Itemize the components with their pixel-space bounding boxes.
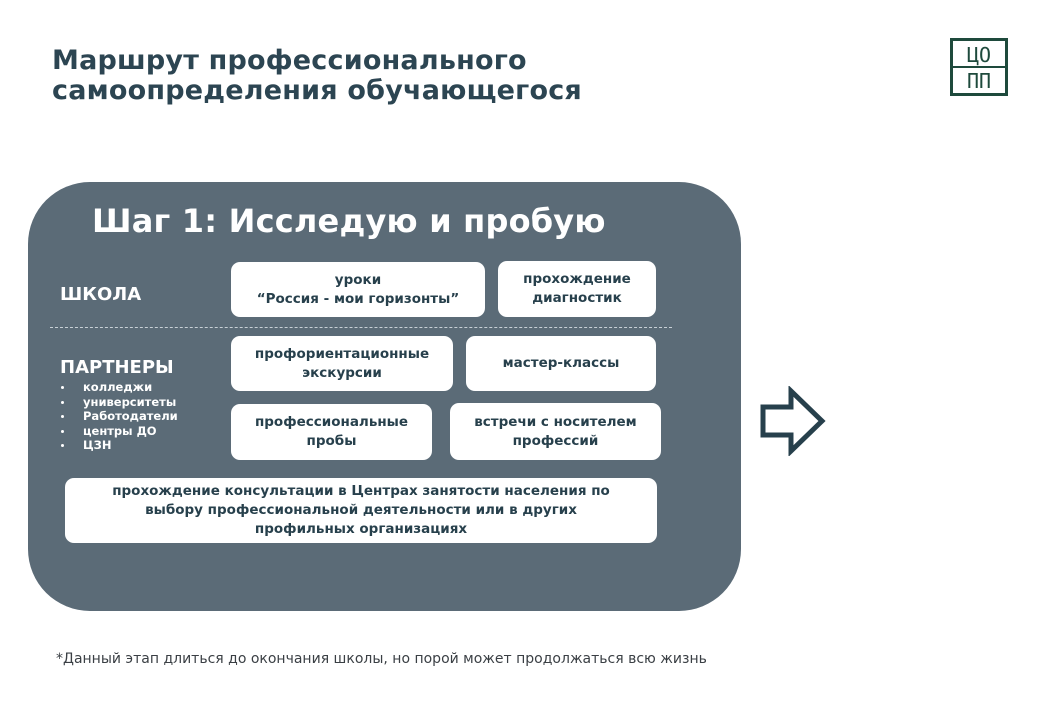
page-title-line-2: самоопределения обучающегося (52, 75, 582, 106)
consultation-box: прохождение консультации в Центрах занят… (65, 478, 657, 543)
logo-text-bottom: ПП (967, 69, 991, 93)
step-title: Шаг 1: Исследую и пробую (92, 202, 606, 240)
partners-list-item: ЦЗН (60, 438, 178, 453)
school-label: ШКОЛА (60, 284, 142, 305)
partners-list-item: центры ДО (60, 424, 178, 439)
lessons-box: уроки “Россия - мои горизонты” (231, 262, 485, 317)
partners-list-item: Работодатели (60, 409, 178, 424)
master-classes-box: мастер-классы (466, 336, 656, 391)
partners-list-item: университеты (60, 395, 178, 410)
logo: ЦО ПП (950, 38, 1008, 96)
page-title: Маршрут профессионального самоопределени… (52, 46, 582, 106)
meetings-box: встречи с носителем профессий (450, 403, 661, 460)
right-arrow-outline-icon (760, 386, 826, 456)
footnote: *Данный этап длиться до окончания школы,… (56, 651, 707, 667)
partners-list-item: колледжи (60, 380, 178, 395)
partners-label: ПАРТНЕРЫ (60, 357, 174, 378)
logo-text-top: ЦО (967, 43, 991, 67)
partners-list: колледжи университеты Работодатели центр… (60, 380, 178, 453)
excursions-box: профориентационные экскурсии (231, 336, 453, 391)
diagnostics-box: прохождение диагностик (498, 261, 656, 317)
page-title-line-1: Маршрут профессионального (52, 45, 527, 76)
section-divider (50, 327, 672, 328)
professional-trials-box: профессиональные пробы (231, 404, 432, 460)
